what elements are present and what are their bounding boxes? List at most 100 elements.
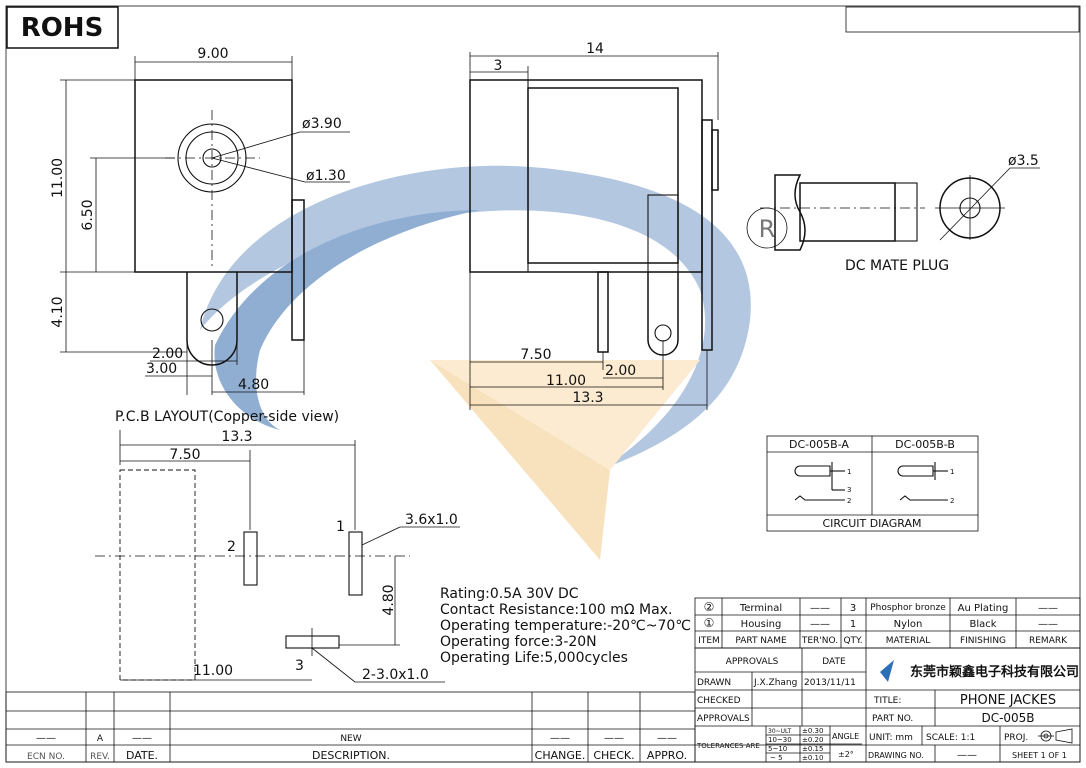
tb-approvals2: APPROVALS [697,714,750,724]
tb-company: 东莞市颖鑫电子科技有限公司 [910,664,1079,680]
pcb-pin-3: 3 [295,658,304,674]
revision-table: —— A —— NEW —— —— —— ECN NO. REV. DATE. … [5,691,696,763]
circuit-a-1: 1 [847,468,851,476]
front-d2: 3.00 [146,361,177,377]
rev-new: NEW [340,734,361,744]
tb-drawn: DRAWN [697,678,731,688]
tb-checked: CHECKED [697,696,741,706]
tb-approvals: APPROVALS [726,657,779,667]
side-view: 14 3 7.50 2.00 11.00 13.3 [469,41,719,410]
watermark-logo [200,165,751,560]
rev-ecn: ECN NO. [27,752,65,762]
pcb-w1: 13.3 [221,429,252,445]
circuit-a-3: 3 [847,486,851,494]
bom-r1-qty: 1 [850,619,856,630]
bom-table: ② Terminal —— 3 Phosphor bronze Au Plati… [694,597,1081,649]
bom-hdr-item: ITEM [698,636,720,646]
pcb-w3: 11.00 [193,663,233,679]
tb-drawing-no: DRAWING NO. [868,751,924,760]
bom-hdr-name: PART NAME [735,636,787,646]
side-d3: 11.00 [546,373,586,389]
side-d2: 2.00 [605,363,636,379]
bom-hdr-qty: QTY. [843,636,862,646]
bom-r2-no: ② [704,600,715,614]
rev-check: CHECK. [593,749,634,762]
tb-t2b: ±0.20 [802,736,823,744]
front-center: 6.50 [80,199,96,230]
circuit-title: CIRCUIT DIAGRAM [823,517,922,530]
circuit-b-2: 2 [950,497,954,505]
rev-date: DATE. [126,749,158,762]
spec-contact: Contact Resistance:100 mΩ Max. [440,602,672,618]
pcb-pin-2: 2 [227,539,236,555]
bom-r2-rem: —— [1038,603,1058,614]
circuit-a-2: 2 [847,497,851,505]
tb-drawn-date: 2013/11/11 [804,678,856,688]
specs: Rating:0.5A 30V DC Contact Resistance:10… [440,586,691,666]
front-view: 9.00 11.00 6.50 4.10 ø3.90 ø1.30 2.00 3.… [50,46,350,395]
tb-t3a: 5~10 [768,745,787,753]
tb-drawn-by: J.X.Zhang [753,678,797,688]
bom-r1-fin: Black [969,619,996,630]
rev-check-dash: —— [604,733,624,744]
side-d1: 7.50 [520,347,551,363]
tb-t3b: ±0.15 [802,745,823,753]
tb-t4b: ±0.10 [802,754,823,762]
pcb-pin-1: 1 [336,519,345,535]
rev-a: A [97,734,104,744]
dc-mate-plug: R ø3.5 DC MATE PLUG [746,153,1040,274]
plug-label: DC MATE PLUG [845,258,949,274]
front-height: 11.00 [50,158,66,198]
spec-rating: Rating:0.5A 30V DC [440,586,579,602]
tb-t1b: ±0.30 [802,727,823,735]
tb-part-label: PART NO. [872,714,913,724]
pcb-h: 4.80 [381,584,397,615]
rohs-box [6,6,119,49]
tb-title: PHONE JACKES [960,693,1056,708]
bom-r2-mat: Phosphor bronze [870,603,946,613]
side-step: 3 [494,58,503,74]
pcb-layout: P.C.B LAYOUT(Copper-side view) 13.3 7.50… [95,409,460,683]
tb-unit: UNIT: mm [869,733,913,743]
title-block: APPROVALS DATE DRAWN J.X.Zhang 2013/11/1… [694,647,1081,763]
tb-date: DATE [822,657,846,667]
tb-part: DC-005B [981,711,1034,725]
dim-hole-inner: ø1.30 [306,168,346,184]
bom-hdr-ter: TER'NO. [801,636,838,646]
front-pin: 4.10 [50,296,66,327]
plug-dia: ø3.5 [1008,153,1039,169]
tb-t2a: 10~30 [768,736,792,744]
circuit-a: DC-005B-A [789,438,849,451]
tb-title-label: TITLE: [873,696,901,706]
tb-angle: ANGLE [832,732,859,741]
company-logo-icon [880,660,894,682]
tb-t4a: ~ 5 [770,754,783,762]
pcb-slot1: 3.6x1.0 [405,512,458,528]
bom-r2-fin: Au Plating [958,603,1009,614]
side-length: 14 [586,41,604,57]
rev-desc: DESCRIPTION. [312,749,390,762]
rev-ecn-dash: —— [36,733,56,744]
front-d1: 2.00 [152,346,183,362]
circuit-b: DC-005B-B [895,438,955,451]
side-d4: 13.3 [572,390,603,406]
rev-rev: REV. [90,752,110,762]
tb-scale: SCALE: 1:1 [926,733,975,743]
pcb-title: P.C.B LAYOUT(Copper-side view) [115,409,339,425]
tb-angle-value: ±2° [838,750,854,759]
pcb-w2: 7.50 [169,447,200,463]
registered-mark: R [759,215,776,243]
rohs-label: ROHS [21,13,104,43]
bom-r1-no: ① [704,616,715,630]
rev-change: CHANGE. [535,749,586,762]
rev-date-dash: —— [132,733,152,744]
spec-temperature: Operating temperature:-20℃~70℃ [440,618,691,634]
bom-hdr-rem: REMARK [1029,636,1068,646]
bom-hdr-fin: FINISHING [960,636,1006,646]
dim-hole-outer: ø3.90 [302,116,342,132]
bom-r1-ter: —— [810,619,830,630]
bom-r2-ter: —— [810,603,830,614]
front-d3: 4.80 [238,377,269,393]
tb-drawing-value: —— [957,750,977,761]
